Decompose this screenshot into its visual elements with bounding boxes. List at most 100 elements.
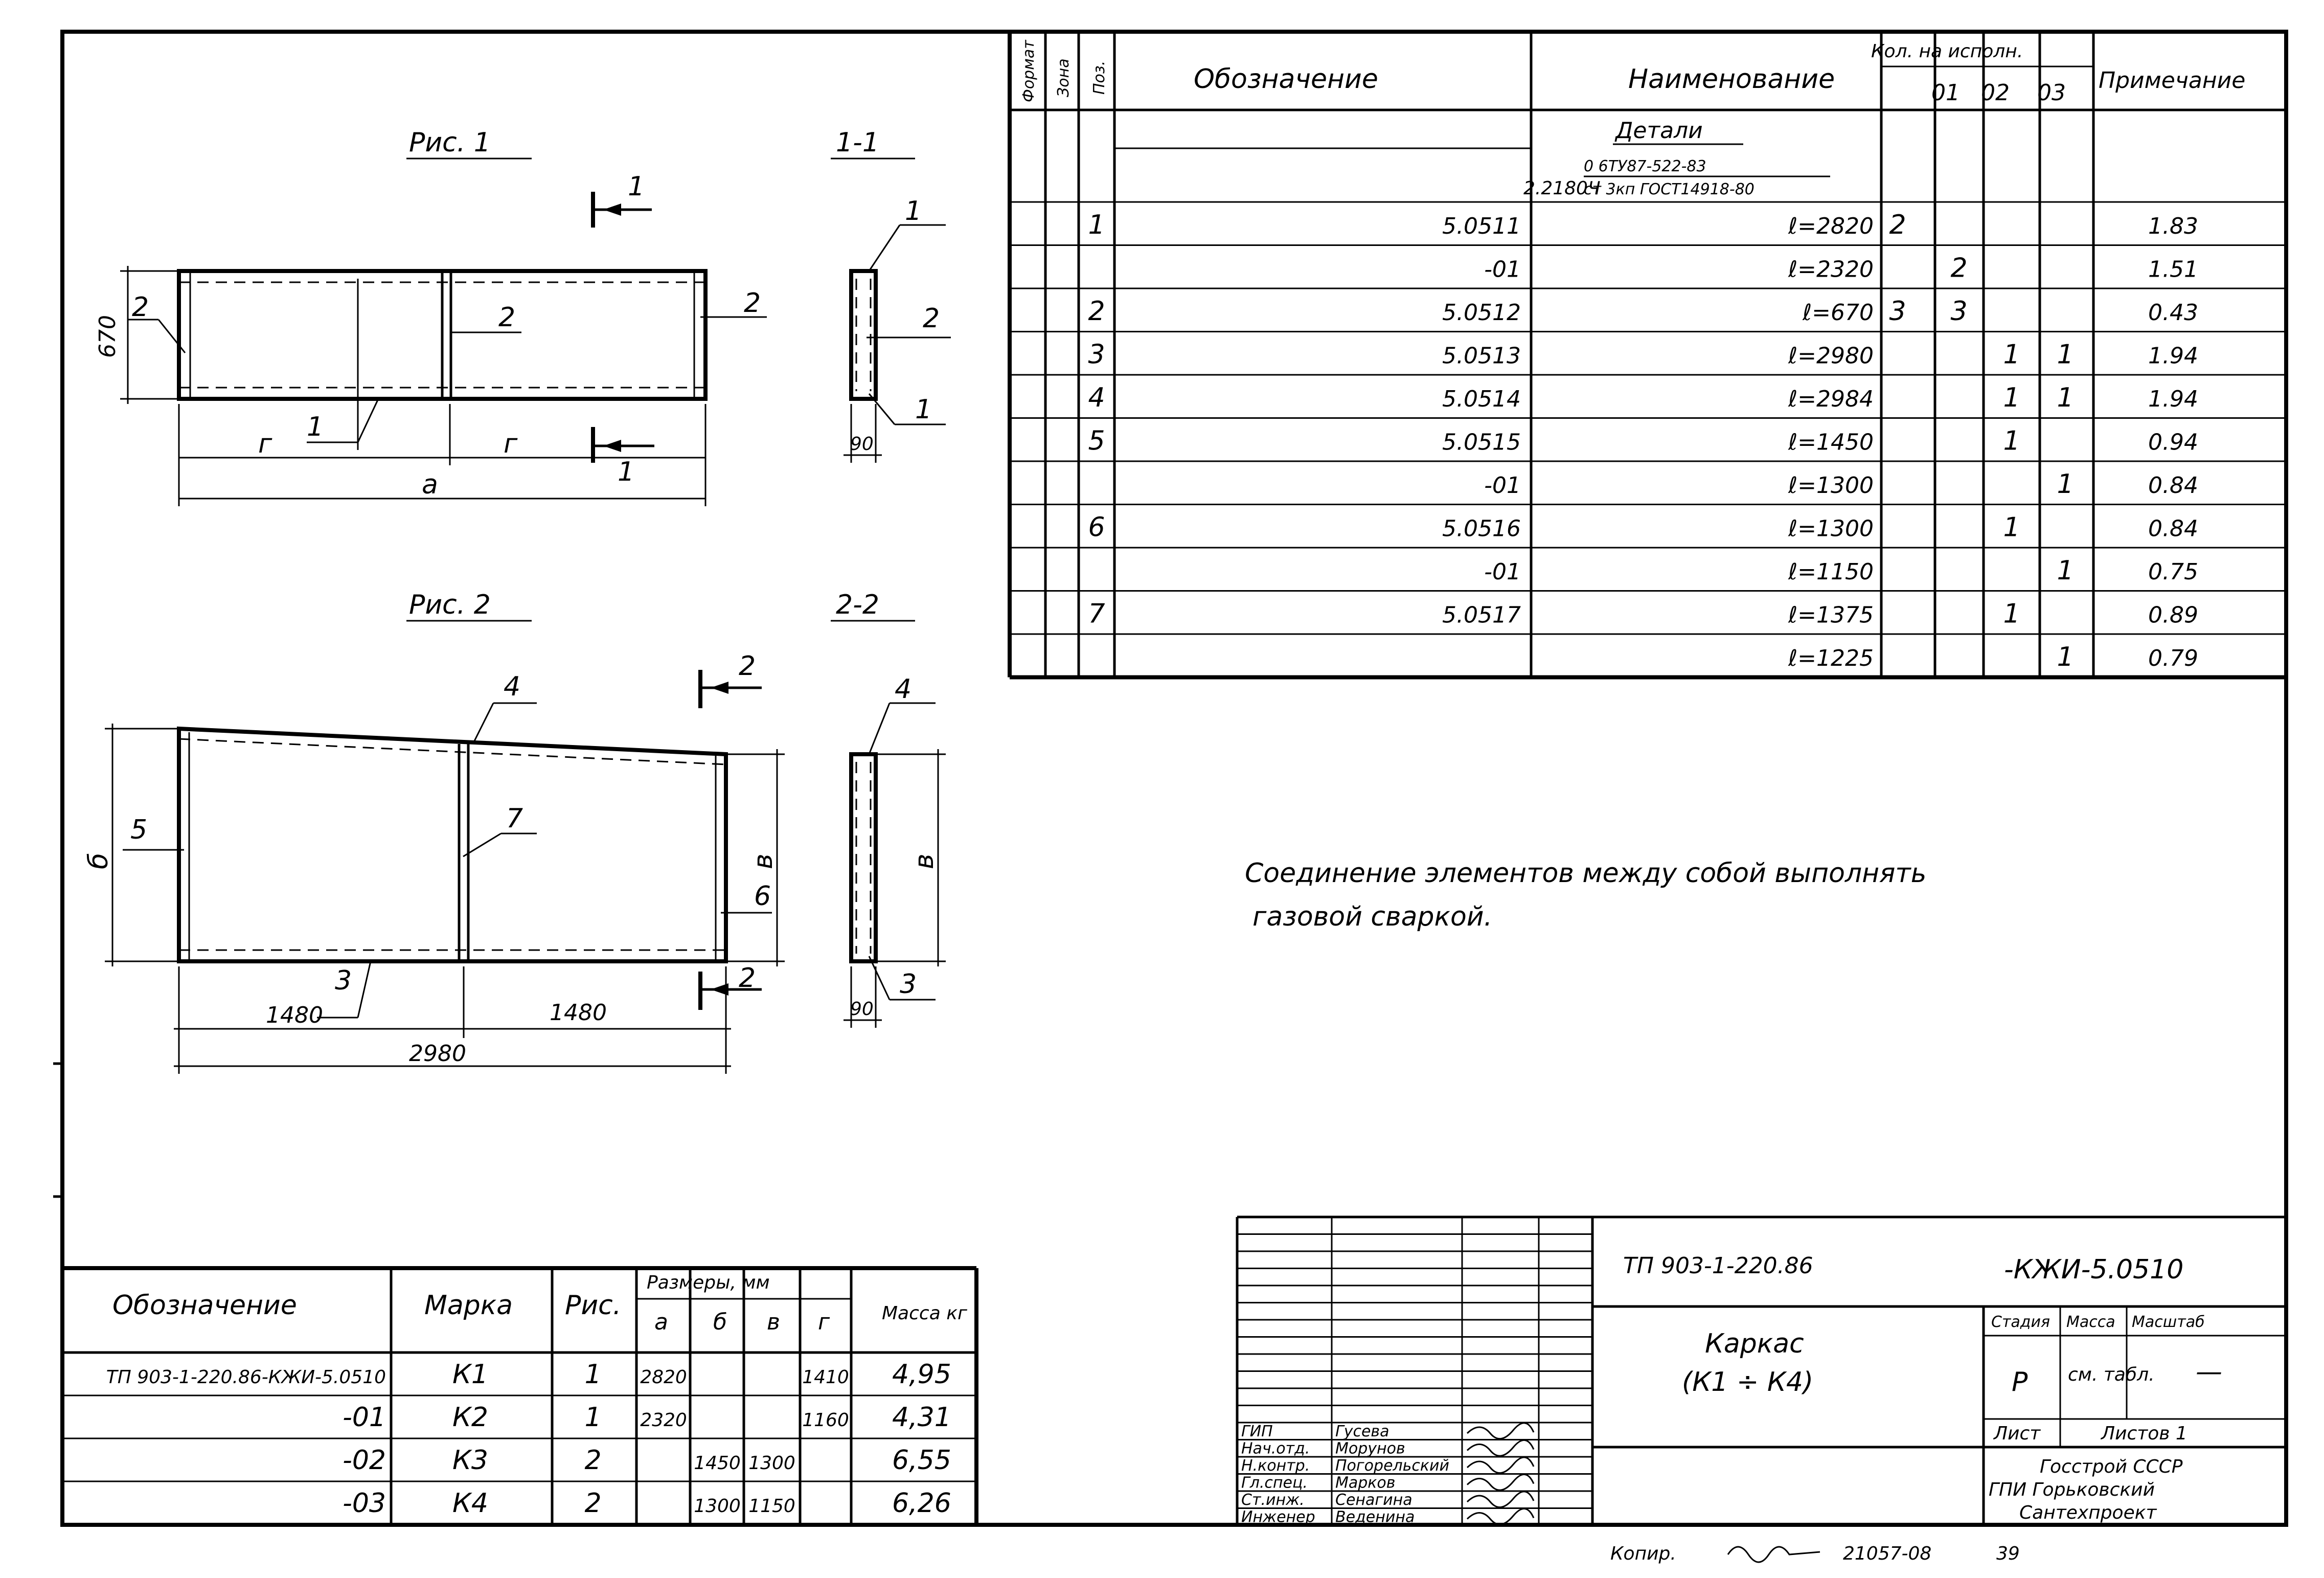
title-doc-number: ТП 903-1-220.86 [1623, 1253, 1813, 1279]
size-cell-a: 2820 [640, 1367, 687, 1388]
size-table-grid [62, 1266, 978, 1524]
spec-cell-name: ℓ=2984 [1788, 386, 1874, 412]
spec-cell-q03: 1 [2057, 382, 2074, 413]
size-cell-fig: 1 [584, 1402, 601, 1433]
spec-cell-designation: -01 [1484, 257, 1521, 283]
figure-1: Рис. 1 670 2 2 2 1 [95, 127, 951, 506]
fig2-right-height: в [748, 853, 779, 869]
staff-role: Гл.спец. [1241, 1474, 1308, 1492]
spec-cell-q03: 1 [2057, 340, 2074, 370]
note-line-2: газовой сваркой. [1252, 901, 1492, 932]
size-cell-mass: 4,31 [892, 1402, 951, 1433]
spec-cell-q02: 1 [2003, 340, 2020, 370]
fig2-cut-mark-bottom: 2 [739, 963, 756, 994]
spec-cell-name: ℓ=1225 [1788, 645, 1874, 671]
fig2-dim-right: 1480 [550, 1000, 607, 1026]
staff-name: Марков [1335, 1474, 1395, 1492]
fig2-sec-callout-top: 4 [895, 674, 912, 705]
spec-material-line1: 0 6ТУ87-522-83 [1584, 157, 1706, 175]
staff-signature [1466, 1439, 1535, 1457]
spec-cell-pos: 2 [1088, 296, 1105, 327]
figure-2: Рис. 2 б в 5 7 6 4 3 [83, 590, 946, 1074]
spec-cell-pos: 4 [1088, 382, 1105, 413]
size-cell-fig: 1 [584, 1359, 601, 1390]
spec-cell-note: 1.51 [2148, 257, 2198, 283]
spec-cell-note: 0.89 [2148, 602, 2198, 628]
size-cell-designation: ТП 903-1-220.86-КЖИ-5.0510 [106, 1367, 386, 1388]
staff-role: ГИП [1241, 1423, 1273, 1440]
spec-cell-q03: 1 [2057, 469, 2074, 500]
fig1-callout-right-post: 2 [744, 288, 761, 319]
staff-name: Гусева [1335, 1423, 1389, 1440]
staff-name: Сенагина [1335, 1491, 1412, 1509]
sheet-frame [60, 30, 2288, 1527]
title-scale: — [2196, 1357, 2222, 1387]
spec-header-name: Наименование [1628, 64, 1835, 95]
size-header-sizes: Размеры, мм [647, 1272, 770, 1293]
spec-header-q02: 02 [1981, 80, 2010, 106]
spec-header-note: Примечание [2099, 67, 2245, 94]
footer-copy-label: Копир. [1610, 1543, 1676, 1564]
spec-cell-pos: 1 [1088, 210, 1105, 240]
size-cell-fig: 2 [584, 1445, 601, 1476]
spec-cell-designation: -01 [1484, 559, 1521, 585]
spec-cell-designation: 5.0515 [1442, 430, 1521, 456]
fig1-dim-half-right: г [504, 429, 518, 459]
footer: Копир. 21057-08 39 [1610, 1543, 2020, 1564]
spec-cell-note: 0.94 [2148, 430, 2198, 456]
spec-header-q03: 03 [2037, 80, 2066, 106]
spec-material-prefix: 2.2180Ч [1523, 178, 1601, 199]
spec-cell-designation: 5.0512 [1442, 300, 1521, 326]
footer-signature [1727, 1546, 1820, 1563]
fig2-sec-callout-bottom: 3 [900, 969, 917, 1000]
spec-cell-designation: 5.0513 [1442, 343, 1521, 369]
fig1-section-profile [849, 269, 878, 401]
spec-cell-pos: 5 [1088, 426, 1105, 457]
size-cell-mass: 4,95 [892, 1359, 951, 1390]
staff-signature [1466, 1422, 1535, 1439]
title-mass: см. табл. [2068, 1364, 2155, 1385]
fig2-section-profile [849, 752, 878, 963]
spec-cell-q03: 1 [2057, 642, 2074, 672]
spec-table-grid [1008, 32, 2286, 680]
size-cell-v: 1150 [748, 1496, 795, 1517]
fig1-cut-mark-bottom: 1 [618, 457, 634, 487]
spec-cell-designation: 5.0514 [1442, 386, 1521, 412]
fig1-title: Рис. 1 [409, 127, 491, 158]
spec-section-title: Детали [1614, 118, 1703, 144]
spec-cell-note: 0.43 [2148, 300, 2198, 326]
staff-name: Погорельский [1335, 1457, 1449, 1475]
fig2-section-width: 90 [850, 999, 874, 1020]
spec-cell-q02: 1 [2003, 426, 2020, 457]
title-mass-label: Масса [2066, 1313, 2115, 1331]
size-cell-mark: К3 [452, 1445, 488, 1476]
spec-cell-pos: 7 [1088, 599, 1105, 629]
size-cell-fig: 2 [584, 1488, 601, 1519]
size-header-designation: Обозначение [112, 1290, 297, 1321]
title-org-line-2: ГПИ Горьковский [1989, 1479, 2155, 1500]
size-cell-a: 2320 [640, 1410, 687, 1431]
title-sheet-label: Лист [1993, 1423, 2041, 1444]
fig1-callout-mid-post: 2 [498, 302, 515, 333]
fig2-section-title: 2-2 [836, 590, 879, 620]
fig2-callout-bottom-bar: 3 [335, 965, 352, 996]
note-text: Соединение элементов между собой выполня… [1245, 858, 1926, 932]
spec-header-designation: Обозначение [1194, 64, 1378, 95]
size-cell-g: 1160 [802, 1410, 849, 1431]
title-stage-label: Стадия [1991, 1313, 2050, 1331]
spec-cell-name: ℓ=2980 [1788, 343, 1874, 369]
spec-cell-note: 0.79 [2148, 645, 2198, 671]
size-cell-b: 1300 [694, 1496, 741, 1517]
spec-cell-note: 1.94 [2148, 343, 2198, 369]
fig1-frame [177, 269, 708, 450]
staff-role: Н.контр. [1241, 1457, 1310, 1475]
spec-cell-name: ℓ=2820 [1788, 213, 1874, 239]
size-header-mass: Масса кг [882, 1303, 968, 1324]
spec-header-zone: Зона [1055, 58, 1073, 97]
title-scale-label: Масштаб [2132, 1313, 2205, 1331]
fig1-dim-total: а [422, 469, 438, 500]
size-cell-mass: 6,55 [892, 1445, 951, 1476]
spec-cell-name: ℓ=670 [1802, 300, 1874, 326]
